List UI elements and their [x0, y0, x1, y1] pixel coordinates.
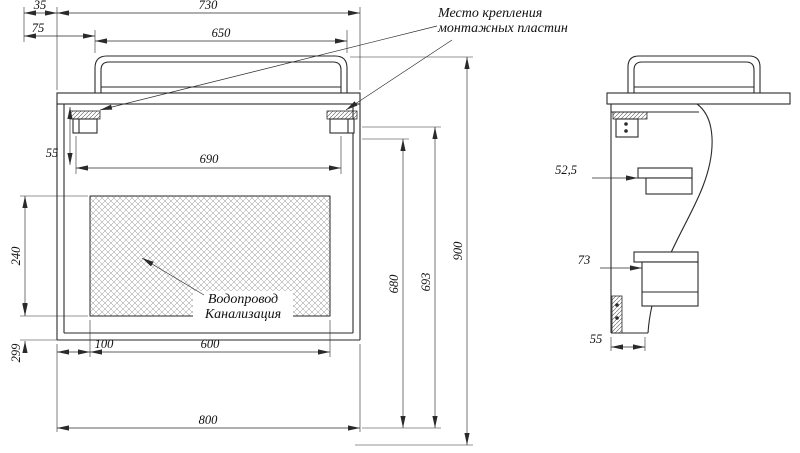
side-bottom-bracket: [611, 295, 623, 334]
dim-680-label: 680: [387, 274, 401, 294]
countertop-front: [56, 92, 361, 105]
mounting-leader-right: [345, 39, 453, 111]
mounting-plate-right: [326, 110, 358, 134]
dim-100-label: 100: [95, 337, 115, 351]
side-top-bracket: [612, 111, 648, 138]
mounting-note-line1: Место крепления: [437, 6, 542, 21]
dim-35-label: 35: [33, 0, 47, 12]
dim-73-label: 73: [578, 253, 591, 267]
sink-side: [627, 55, 761, 93]
side-view: 52,5 73 55: [555, 55, 791, 351]
dim-240-label: 240: [9, 246, 23, 266]
countertop-side: [606, 92, 791, 105]
side-dimensions: 52,5 73 55: [555, 163, 646, 351]
dim-55-front-label: 55: [46, 146, 59, 160]
dim-693-label: 693: [419, 273, 433, 292]
plumbing-annotation: Водопровод Канализация: [141, 257, 293, 325]
dim-299-label: 299: [9, 343, 23, 363]
side-rail-upper: [637, 167, 693, 195]
mounting-leader-left: [99, 25, 438, 111]
sink-front: [94, 55, 348, 93]
dim-650-label: 650: [212, 26, 232, 40]
plumbing-leader-line: [141, 257, 205, 296]
plumbing-note-line2: Канализация: [204, 307, 281, 322]
dim-55-side-label: 55: [590, 332, 603, 346]
dim-52-5-label: 52,5: [555, 163, 577, 177]
plumbing-note-line1: Водопровод: [208, 292, 278, 307]
plumbing-label-backing: [193, 291, 293, 325]
dim-900-label: 900: [451, 241, 465, 261]
dim-800-label: 800: [199, 413, 219, 427]
side-rail-lower: [633, 251, 699, 307]
dim-730-label: 730: [199, 0, 219, 12]
mounting-annotation: Место крепления монтажных пластин: [99, 6, 568, 111]
front-dimensions: 35 730 75 650 55 690 240 299 100 600 800…: [9, 0, 473, 446]
mounting-note-line2: монтажных пластин: [437, 21, 568, 36]
front-view: 35 730 75 650 55 690 240 299 100 600 800…: [9, 0, 568, 446]
front-cabinet-outline: [56, 92, 361, 341]
drawing-root: 35 730 75 650 55 690 240 299 100 600 800…: [9, 0, 791, 446]
dim-600-label: 600: [201, 337, 221, 351]
dim-75-label: 75: [32, 21, 45, 35]
dim-690-label: 690: [200, 152, 220, 166]
mounting-plate-left: [69, 110, 101, 134]
